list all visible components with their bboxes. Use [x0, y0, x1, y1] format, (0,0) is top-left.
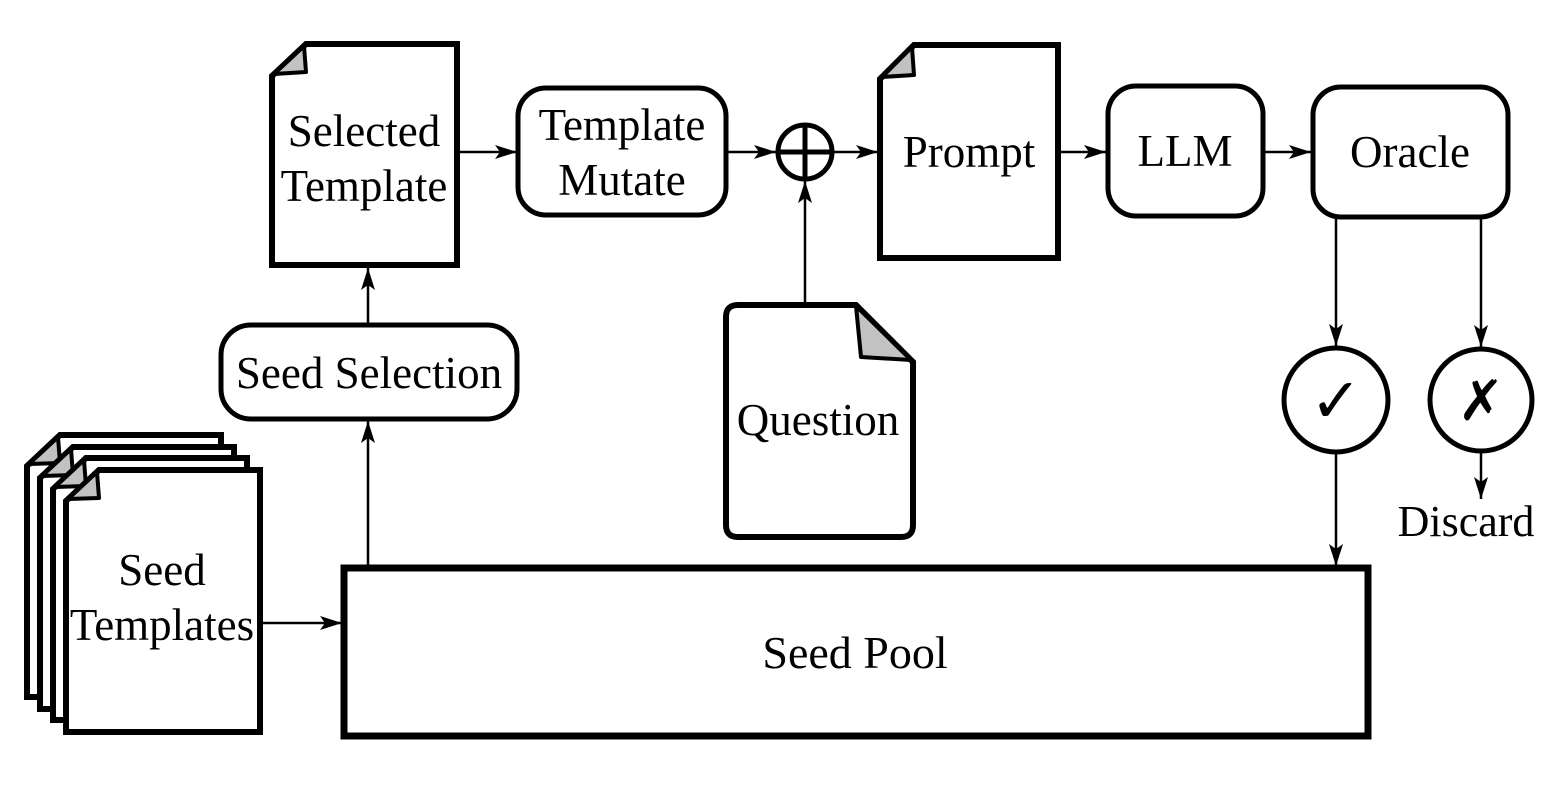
question-label: Question: [737, 395, 900, 445]
edges: [260, 145, 1488, 630]
seed-selection-node: Seed Selection: [218, 322, 520, 422]
seed-templates-label-line1: Seed: [118, 545, 205, 595]
seed-templates-page-2-fold-icon: [53, 458, 88, 489]
seed-templates-node: Seed Templates: [24, 432, 263, 735]
selected-template-fold-icon: [272, 44, 308, 76]
prompt-node: Prompt: [877, 42, 1061, 261]
oracle-box: [1310, 84, 1511, 220]
fail-result-node: ✗: [1427, 346, 1535, 454]
llm-node: LLM: [1105, 83, 1266, 219]
discard-label: Discard: [1398, 497, 1535, 546]
seed-templates-page-3-fold-icon: [40, 447, 75, 478]
cross-icon: ✗: [1458, 369, 1505, 434]
pass-result-node: ✓: [1281, 345, 1391, 455]
question-node: Question: [723, 302, 916, 540]
seed-selection-box: [218, 322, 520, 422]
check-icon: ✓: [1310, 364, 1362, 437]
template-mutate-node: Template Mutate: [515, 85, 729, 218]
combine-operator-node: [775, 122, 835, 182]
selected-template-label-line1: Selected: [288, 106, 440, 156]
selected-template-label-line2: Template: [281, 161, 448, 211]
seed-templates-page-4-fold-icon: [27, 435, 62, 466]
oracle-node: Oracle: [1310, 84, 1511, 220]
oracle-label: Oracle: [1350, 127, 1470, 177]
seed-pool-box: [340, 564, 1372, 740]
prompt-fold-icon: [880, 45, 916, 79]
seed-selection-label: Seed Selection: [236, 348, 502, 398]
template-mutate-label-line2: Mutate: [558, 155, 685, 205]
seed-templates-page-1-fold-icon: [66, 470, 101, 501]
question-doc: [723, 302, 916, 540]
question-fold-icon: [854, 304, 913, 362]
seed-templates-label-line2: Templates: [70, 600, 254, 650]
llm-label: LLM: [1138, 126, 1233, 176]
template-mutate-label-line1: Template: [539, 100, 706, 150]
selected-template-node: Selected Template: [269, 41, 460, 268]
seed-pool-node: Seed Pool: [340, 564, 1372, 740]
combine-plus-icon: [778, 125, 832, 179]
prompt-label: Prompt: [903, 127, 1036, 177]
seed-pool-label: Seed Pool: [762, 627, 947, 678]
